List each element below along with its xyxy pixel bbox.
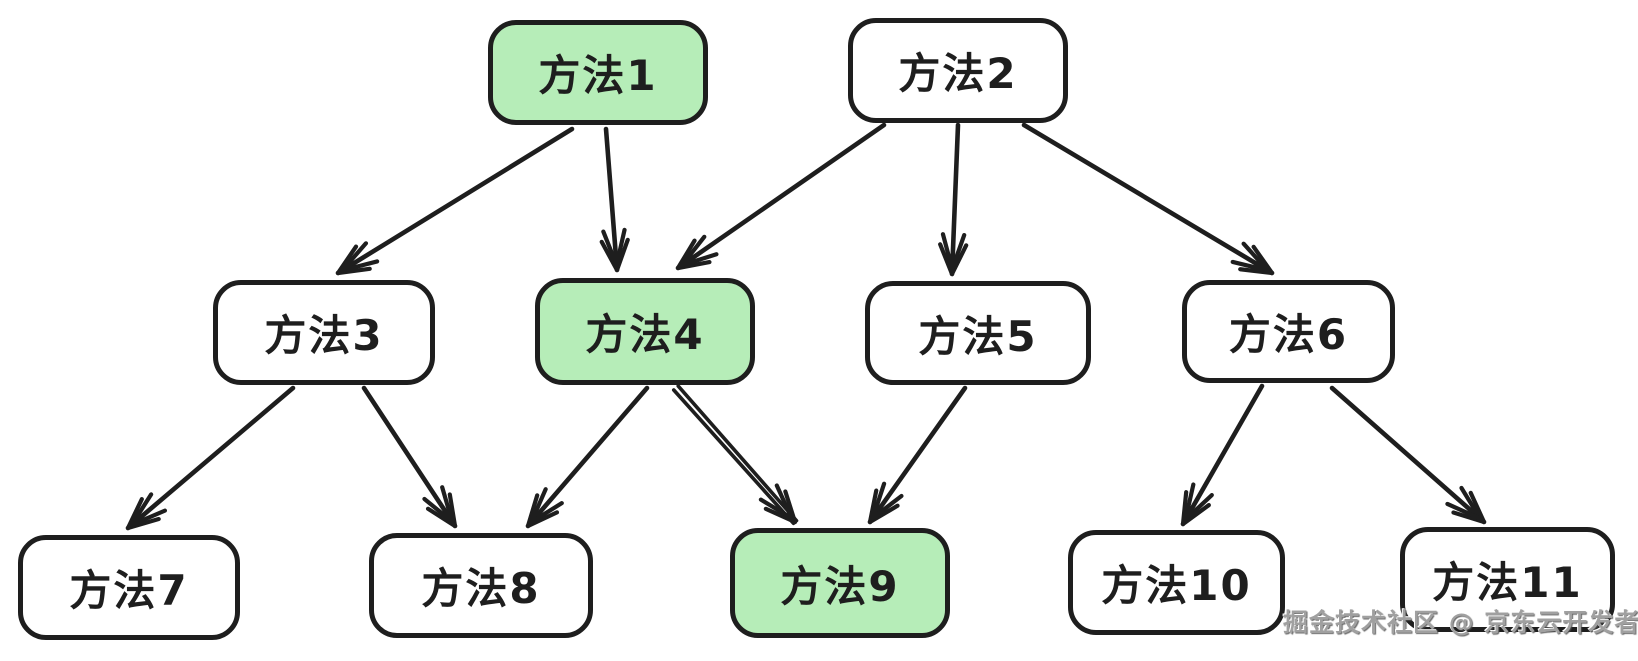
node-label: 方法2 bbox=[898, 49, 1018, 98]
node-label: 方法10 bbox=[1101, 561, 1252, 610]
node-label: 方法8 bbox=[421, 564, 541, 613]
watermark: 掘金技术社区 @ 京东云开发者 bbox=[1283, 608, 1638, 637]
node-method-7: 方法7 bbox=[18, 535, 240, 640]
edge-m6-m11 bbox=[1329, 385, 1487, 525]
node-method-9: 方法9 bbox=[730, 528, 950, 638]
edge-m1-m3 bbox=[335, 126, 575, 276]
node-method-8: 方法8 bbox=[369, 533, 593, 638]
node-method-11: 方法11 bbox=[1400, 527, 1615, 632]
edge-m5-m9 bbox=[867, 385, 968, 525]
node-label: 方法6 bbox=[1228, 310, 1349, 359]
node-method-1: 方法1 bbox=[488, 20, 708, 125]
edge-m1-m4 bbox=[599, 126, 630, 273]
node-label: 方法3 bbox=[264, 311, 384, 360]
edge-m2-m5 bbox=[938, 122, 969, 277]
node-method-2: 方法2 bbox=[848, 18, 1068, 123]
node-label: 方法9 bbox=[780, 561, 900, 611]
node-label: 方法4 bbox=[585, 310, 705, 359]
node-method-6: 方法6 bbox=[1182, 280, 1395, 383]
node-method-4: 方法4 bbox=[535, 278, 755, 385]
node-method-10: 方法10 bbox=[1068, 530, 1285, 635]
edge-m3-m7 bbox=[125, 385, 296, 531]
node-label: 方法11 bbox=[1432, 558, 1583, 607]
edge-m2-m4 bbox=[675, 122, 887, 271]
edge-m6-m10 bbox=[1180, 383, 1265, 527]
node-method-3: 方法3 bbox=[213, 280, 435, 385]
node-label: 方法7 bbox=[69, 566, 189, 615]
node-label: 方法1 bbox=[538, 51, 658, 100]
node-label: 方法5 bbox=[918, 311, 1038, 361]
edge-m2-m6 bbox=[1021, 122, 1275, 276]
edge-m3-m8 bbox=[361, 385, 458, 529]
node-method-5: 方法5 bbox=[865, 281, 1091, 385]
edge-m4-m9 bbox=[671, 384, 799, 526]
edge-m4-m8 bbox=[525, 385, 650, 529]
